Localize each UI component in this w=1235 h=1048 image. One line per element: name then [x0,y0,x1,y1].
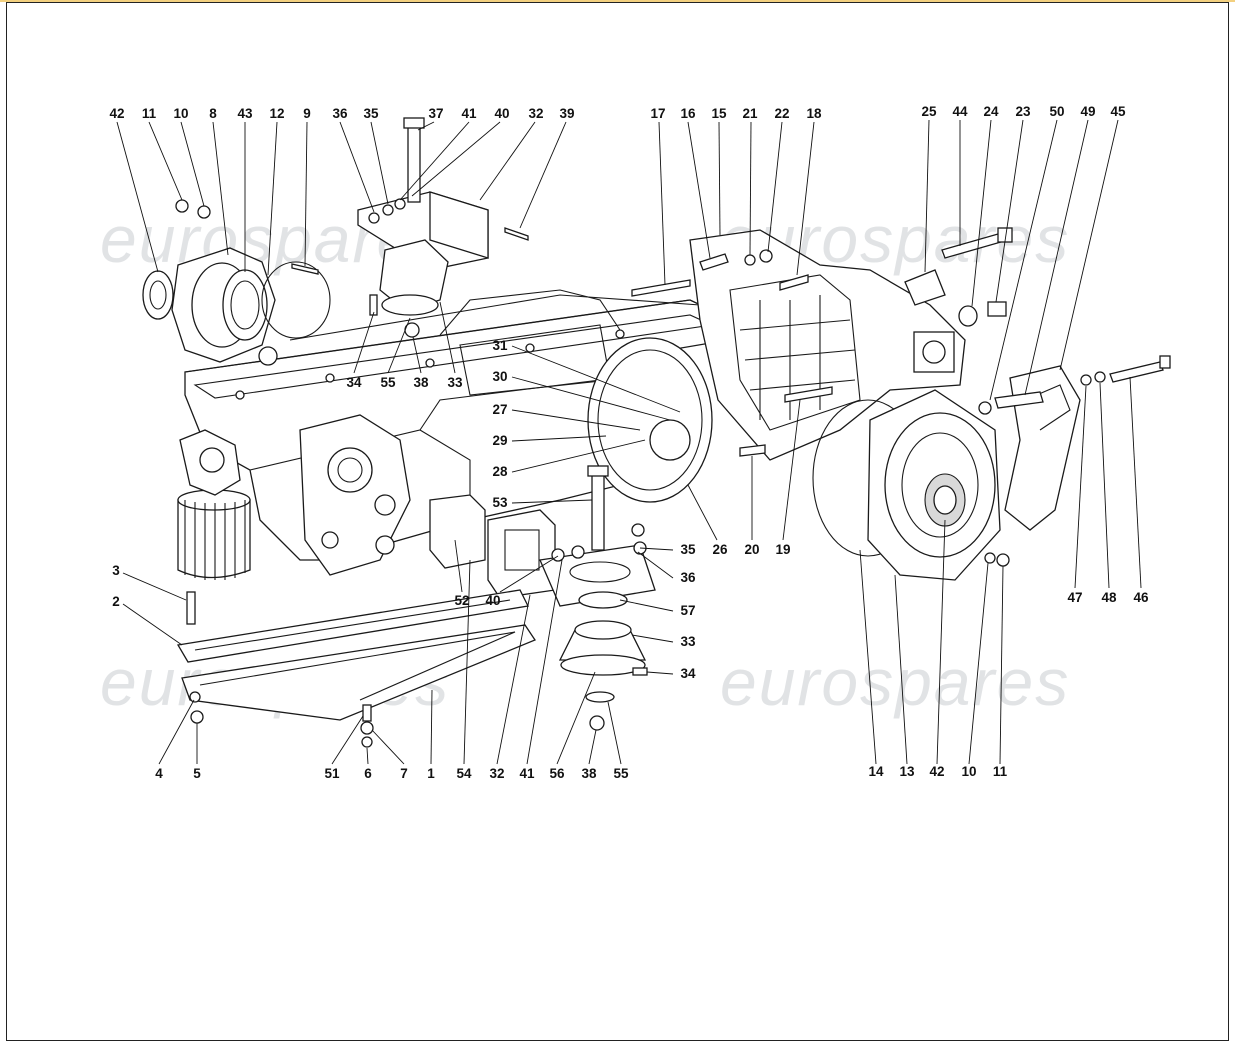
callout-41-lower: 41 [519,766,535,781]
callout-3: 3 [112,563,120,578]
callout-45: 45 [1110,104,1126,119]
callout-2: 2 [112,594,120,609]
callout-40: 40 [494,106,509,121]
callout-4: 4 [155,766,163,781]
callout-6: 6 [364,766,372,781]
callout-55-upper: 55 [380,375,396,390]
callout-51: 51 [324,766,340,781]
callout-11: 11 [142,106,157,121]
callout-50: 50 [1049,104,1064,119]
top-mount-bracket [357,117,529,338]
callout-39: 39 [559,106,574,121]
callout-46: 46 [1133,590,1149,605]
callout-38-lower: 38 [581,766,597,781]
callout-5: 5 [193,766,201,781]
callout-47: 47 [1067,590,1082,605]
callout-17: 17 [650,106,665,121]
callout-56: 56 [549,766,565,781]
callout-30: 30 [492,369,507,384]
callout-55-lower: 55 [613,766,629,781]
callout-35: 35 [363,106,379,121]
callout-23: 23 [1015,104,1031,119]
front-cover-assembly [142,199,331,363]
callout-26: 26 [712,542,728,557]
watermark-bottom-right: eurospares [720,645,1070,719]
callout-10: 10 [173,106,188,121]
window-top-strip [0,0,1235,2]
callout-37: 37 [428,106,443,121]
callout-34-lower: 34 [680,666,696,681]
callout-14: 14 [868,764,884,779]
callout-42: 42 [109,106,124,121]
callout-40-lower: 40 [485,593,500,608]
callout-48: 48 [1101,590,1117,605]
callout-32: 32 [528,106,543,121]
callout-41: 41 [461,106,477,121]
callout-24: 24 [983,104,999,119]
callout-27: 27 [492,402,507,417]
callout-29: 29 [492,433,507,448]
callout-33-lower: 33 [680,634,696,649]
callout-22: 22 [774,106,789,121]
rear-bracket [631,229,966,461]
callout-21: 21 [742,106,758,121]
callout-16: 16 [680,106,696,121]
callout-53: 53 [492,495,508,510]
callout-44: 44 [952,104,968,119]
callout-8: 8 [209,106,217,121]
callout-31: 31 [492,338,508,353]
callout-13: 13 [899,764,915,779]
callout-36: 36 [332,106,348,121]
callout-18: 18 [806,106,822,121]
callout-36-lower: 36 [680,570,696,585]
callout-32-lower: 32 [489,766,504,781]
callout-57: 57 [680,603,695,618]
callout-19: 19 [775,542,790,557]
callout-42-lower: 42 [929,764,944,779]
callout-28: 28 [492,464,508,479]
callout-11-lower: 11 [993,764,1008,779]
callout-33-upper: 33 [447,375,463,390]
callout-12: 12 [269,106,284,121]
leader-lines [116,119,1142,765]
callout-10-lower: 10 [961,764,976,779]
callout-49: 49 [1080,104,1095,119]
bush-parts [904,227,1013,327]
callout-43: 43 [237,106,253,121]
oil-pan [176,589,536,748]
callout-52: 52 [454,593,469,608]
callout-7: 7 [400,766,408,781]
callout-9: 9 [303,106,311,121]
callout-34-upper: 34 [346,375,362,390]
oil-filter [177,429,251,580]
callout-1: 1 [427,766,435,781]
callout-15: 15 [711,106,727,121]
callout-numbers: 42 11 10 8 43 12 9 36 35 37 41 40 32 39 … [109,104,1149,781]
callout-54: 54 [456,766,472,781]
clutch-housing [812,389,1010,581]
callout-38-upper: 38 [413,375,429,390]
lower-mount [429,465,656,731]
callout-35-lower: 35 [680,542,696,557]
side-plate-bracket [978,355,1171,531]
callout-20: 20 [744,542,759,557]
callout-25: 25 [921,104,937,119]
